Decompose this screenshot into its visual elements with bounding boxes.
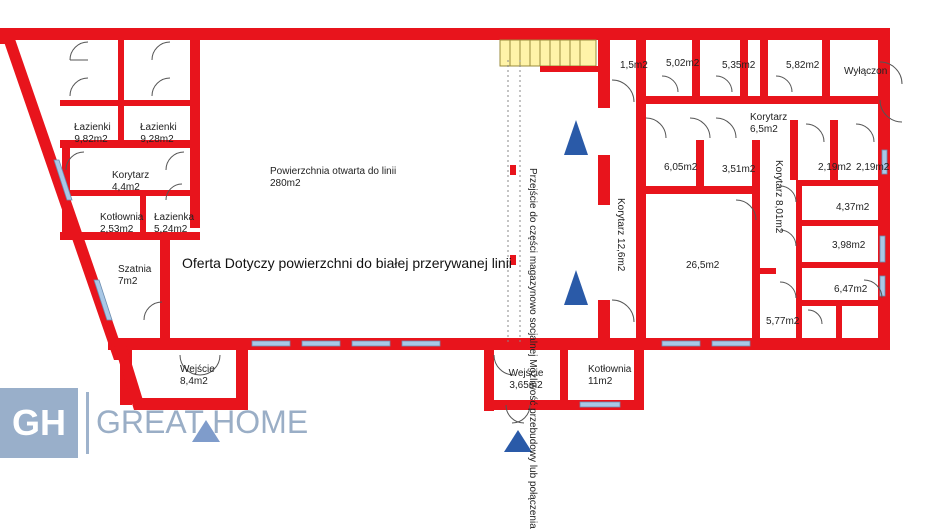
room-area: 9,28m2 bbox=[140, 134, 174, 145]
room-label-wejscie-mid: Wejście 3,65m2 bbox=[506, 368, 546, 392]
up-arrow-icon bbox=[504, 430, 532, 452]
passage-note-line: lub połączenia bbox=[527, 464, 538, 529]
room-area: 5,82m2 bbox=[786, 60, 820, 71]
room-label-small-15: 1,5m2 bbox=[620, 60, 648, 72]
room-area: 6,5m2 bbox=[750, 124, 778, 135]
room-label-r-351: 3,51m2 bbox=[722, 164, 755, 176]
room-label-lazienka: Łazienka 5,24m2 bbox=[154, 212, 194, 236]
room-area: 5,35m2 bbox=[722, 60, 756, 71]
passage-note-line: Możliwość przebudowy bbox=[527, 359, 538, 463]
room-label-r-605: 6,05m2 bbox=[664, 162, 697, 174]
windows bbox=[53, 149, 888, 408]
room-label-open-space: Powierzchnia otwarta do linii 280m2 bbox=[270, 166, 396, 190]
room-name: Korytarz bbox=[615, 198, 626, 236]
room-name: Łazienka bbox=[154, 212, 195, 223]
room-label-r-535: 5,35m2 bbox=[722, 60, 755, 72]
logo-divider bbox=[86, 392, 89, 454]
boundary-marker bbox=[510, 165, 516, 175]
room-name: Wejście bbox=[508, 368, 544, 379]
room-area: 4,4m2 bbox=[112, 182, 140, 193]
up-arrow-icon bbox=[564, 270, 588, 305]
room-name: Łazienki bbox=[74, 122, 111, 133]
up-arrow-icon bbox=[192, 420, 220, 442]
room-label-r-582: 5,82m2 bbox=[786, 60, 819, 72]
staircase bbox=[499, 39, 598, 72]
logo-initials: GH bbox=[0, 388, 78, 458]
room-label-r-577: 5,77m2 bbox=[766, 316, 799, 328]
room-area: 5,77m2 bbox=[766, 316, 800, 327]
room-label-r-398: 3,98m2 bbox=[832, 240, 865, 252]
passage-note-line: magazynowo socjalnej bbox=[527, 255, 538, 357]
passage-note: Przejście do części magazynowo socjalnej… bbox=[526, 168, 538, 529]
room-area: 6,05m2 bbox=[664, 162, 698, 173]
room-label-wejscie-left: Wejście 8,4m2 bbox=[180, 364, 215, 388]
logo-name: GREAT HOME bbox=[96, 404, 309, 440]
great-home-logo: GH GREAT HOME bbox=[0, 388, 330, 462]
room-label-korytarz-left: Korytarz 4,4m2 bbox=[112, 170, 149, 194]
korytarz-right-vertical-label: Korytarz 8,01m2 bbox=[772, 160, 784, 233]
room-area: 4,37m2 bbox=[836, 202, 870, 213]
room-label-szatnia: Szatnia 7m2 bbox=[118, 264, 151, 288]
room-name: Wyłączon bbox=[844, 66, 888, 77]
floor-plan bbox=[0, 28, 903, 452]
room-area: 8,4m2 bbox=[180, 376, 208, 387]
room-area: 2,53m2 bbox=[100, 224, 134, 235]
room-area: 6,47m2 bbox=[834, 284, 868, 295]
walls bbox=[0, 28, 890, 411]
room-name: Szatnia bbox=[118, 264, 152, 275]
room-area: 2,19m2 bbox=[856, 162, 890, 173]
room-area: 1,5m2 bbox=[620, 60, 648, 71]
room-area: 3,98m2 bbox=[832, 240, 866, 251]
room-area: 8,01m2 bbox=[773, 200, 784, 234]
passage-note-line: Przejście do części bbox=[527, 168, 538, 254]
room-label-kotlownia-left: Kotłownia 2,53m2 bbox=[100, 212, 143, 236]
room-area: 5,24m2 bbox=[154, 224, 188, 235]
room-label-r-265: 26,5m2 bbox=[686, 260, 719, 272]
offer-note: Oferta Dotyczy powierzchni do białej prz… bbox=[182, 255, 512, 271]
room-label-r-219b: 2,19m2 bbox=[856, 162, 889, 174]
room-area: 7m2 bbox=[118, 276, 138, 287]
room-area: 12,6m2 bbox=[615, 238, 626, 272]
room-label-r-437: 4,37m2 bbox=[836, 202, 869, 214]
up-arrow-icon bbox=[564, 120, 588, 155]
room-name: Korytarz bbox=[750, 112, 788, 123]
doors bbox=[65, 41, 903, 424]
boundary-marker bbox=[510, 255, 516, 265]
arrows bbox=[192, 120, 588, 452]
room-name: Kotłownia bbox=[588, 364, 632, 375]
room-label-lazienki-1: Łazienki 9,82m2 bbox=[74, 122, 111, 146]
room-area: 26,5m2 bbox=[686, 260, 720, 271]
offer-boundary-line bbox=[507, 60, 521, 345]
room-label-kotlownia-mid: Kotłownia 11m2 bbox=[588, 364, 631, 388]
room-name: Wejście bbox=[180, 364, 215, 375]
room-area: 3,51m2 bbox=[722, 164, 756, 175]
room-area: 2,19m2 bbox=[818, 162, 852, 173]
room-label-korytarz-top: Korytarz 6,5m2 bbox=[750, 112, 787, 136]
room-label-wylacznik: Wyłączon bbox=[844, 66, 887, 78]
room-area: 11m2 bbox=[588, 376, 613, 387]
room-name: Powierzchnia otwarta do linii bbox=[270, 166, 397, 177]
room-label-r-647: 6,47m2 bbox=[834, 284, 867, 296]
room-area: 5,02m2 bbox=[666, 58, 700, 69]
room-name: Korytarz bbox=[112, 170, 150, 181]
room-label-r-502: 5,02m2 bbox=[666, 58, 699, 70]
korytarz-vertical-label: Korytarz 12,6m2 bbox=[614, 198, 626, 271]
room-name: Kotłownia bbox=[100, 212, 144, 223]
room-name: Korytarz bbox=[773, 160, 784, 198]
room-area: 9,82m2 bbox=[74, 134, 108, 145]
room-area: 3,65m2 bbox=[509, 380, 543, 391]
room-area: 280m2 bbox=[270, 178, 301, 189]
room-name: Łazienki bbox=[140, 122, 177, 133]
room-label-r-219a: 2,19m2 bbox=[818, 162, 851, 174]
room-label-lazienki-2: Łazienki 9,28m2 bbox=[140, 122, 177, 146]
